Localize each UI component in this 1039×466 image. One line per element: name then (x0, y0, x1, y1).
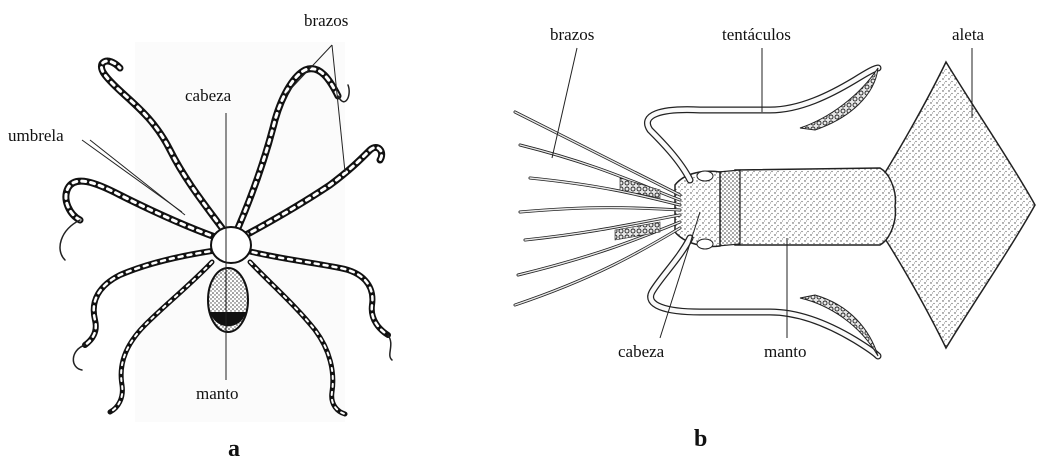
label-b-cabeza: cabeza (618, 343, 664, 360)
label-a-brazos: brazos (304, 12, 348, 29)
squid-illustration (515, 62, 1035, 356)
label-a-umbrela: umbrela (8, 127, 64, 144)
label-b-tentaculos: tentáculos (722, 26, 791, 43)
label-b-manto: manto (764, 343, 807, 360)
label-a-manto: manto (196, 385, 239, 402)
label-b-brazos: brazos (550, 26, 594, 43)
label-b-aleta: aleta (952, 26, 984, 43)
panel-letter-b: b (694, 427, 707, 451)
panel-letter-a: a (228, 437, 240, 461)
label-a-cabeza: cabeza (185, 87, 231, 104)
